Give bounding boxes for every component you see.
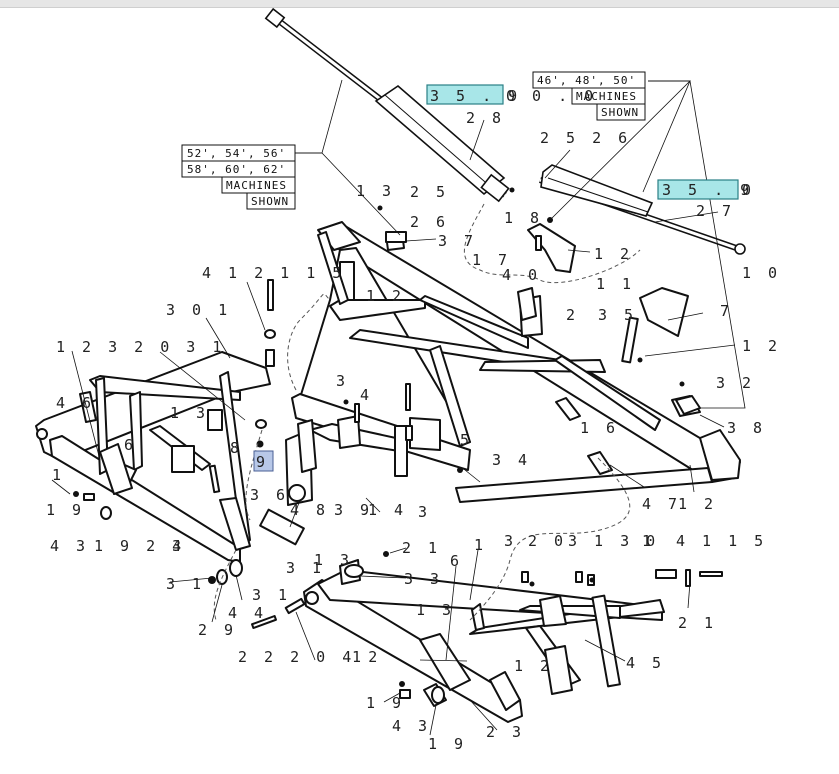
label-39: 3 9 — [334, 501, 373, 519]
label-31b: 3 1 — [166, 575, 205, 593]
right-wing-frame — [303, 559, 665, 723]
item-9-label[interactable]: 9 — [256, 453, 269, 471]
hydraulic-cylinder-left — [264, 7, 510, 203]
label-3130: 3 1 3 0 — [568, 532, 659, 550]
main-frame — [285, 221, 741, 506]
label-47: 4 7 — [642, 495, 681, 513]
label-38: 3 8 — [727, 419, 766, 437]
label-33: 3 3 — [404, 570, 443, 588]
callout-left-line3: MACHINES — [226, 179, 287, 192]
label-31c: 3 1 — [252, 586, 291, 604]
label-44: 4 4 — [228, 604, 267, 622]
label-8: 8 — [230, 439, 243, 457]
label-29: 2 9 — [198, 621, 237, 639]
label-35: 3 5 — [598, 306, 637, 324]
reference-link-right-suffix: 0 — [742, 181, 755, 199]
label-3: 3 — [336, 372, 349, 390]
brackets-and-pins — [73, 187, 723, 704]
label-11: 1 1 — [596, 275, 635, 293]
label-1d: 1 — [474, 536, 487, 554]
label-45: 4 5 — [626, 654, 665, 672]
label-19a: 1 9 — [46, 501, 85, 519]
label-3c: 3 — [418, 503, 431, 521]
label-1c: 1 — [352, 648, 365, 666]
label-21b: 2 1 — [678, 614, 717, 632]
hose-routing-lines — [213, 203, 641, 621]
label-23: 2 3 — [486, 723, 525, 741]
label-26: 2 6 — [410, 213, 449, 231]
label-13a: 1 3 — [356, 182, 395, 200]
label-3d: 3 — [504, 532, 517, 550]
label-32: 3 2 — [716, 374, 755, 392]
label-3b: 3 — [172, 537, 185, 555]
label-43a: 4 3 — [50, 537, 89, 555]
hydraulic-cylinder-right — [539, 164, 746, 255]
callout-right-line2: MACHINES — [576, 90, 637, 103]
leader-lines — [51, 79, 746, 736]
callout-right-line3: SHOWN — [601, 106, 639, 119]
label-2526: 2 5 2 6 — [540, 129, 631, 147]
label-46: 4 6 — [56, 394, 95, 412]
reference-link-top-suffix: 0 0 . 0 — [506, 87, 597, 105]
label-6b: 6 — [450, 552, 463, 570]
label-13d: 1 3 — [416, 601, 455, 619]
window-top-bar — [0, 0, 839, 8]
label-19c: 1 9 — [428, 735, 467, 753]
reference-link-right[interactable]: 3 5 . 9 0 — [657, 179, 755, 200]
label-12c: 1 2 — [742, 337, 781, 355]
label-37: 3 7 — [438, 232, 477, 250]
left-wing-frame — [35, 351, 271, 563]
callout-left-line2: 58', 60', 62' — [187, 163, 286, 176]
callout-box-right: 46', 48', 50' MACHINES SHOWN — [532, 71, 646, 121]
label-5: 5 — [460, 431, 473, 449]
label-20: 2 0 — [528, 532, 567, 550]
label-301: 3 0 1 — [166, 301, 231, 319]
item-9-link[interactable]: 9 — [253, 450, 274, 472]
label-12d: 1 2 — [678, 495, 717, 513]
label-1232031: 1 2 3 2 0 3 1 — [56, 338, 225, 356]
label-19b: 1 9 — [366, 694, 405, 712]
label-48: 4 8 — [290, 501, 329, 519]
part-number-labels: 2 8 2 5 2 6 2 7 1 3 2 5 2 6 3 7 1 8 1 7 … — [46, 109, 781, 753]
label-13b: 1 3 — [170, 404, 209, 422]
label-1: 1 — [52, 466, 65, 484]
label-31a: 3 1 — [286, 559, 325, 577]
label-2: 2 — [566, 306, 579, 324]
callout-left-line4: SHOWN — [251, 195, 289, 208]
label-10: 1 0 — [742, 264, 781, 282]
label-12e: 1 2 — [514, 657, 553, 675]
label-1b: 1 — [642, 532, 655, 550]
label-27: 2 7 — [696, 202, 735, 220]
label-7: 7 — [720, 302, 733, 320]
label-16: 1 6 — [580, 419, 619, 437]
label-6: 6 — [124, 436, 137, 454]
label-12b: 1 2 — [366, 287, 405, 305]
label-28: 2 8 — [466, 109, 505, 127]
callout-left-line1: 52', 54', 56' — [187, 147, 286, 160]
label-13c: 1 3 — [314, 551, 353, 569]
reference-link-top-label[interactable]: 3 5 . 9 — [430, 87, 521, 105]
label-12a: 1 2 — [594, 245, 633, 263]
callout-box-left: 52', 54', 56' 58', 60', 62' MACHINES SHO… — [181, 144, 296, 210]
label-25: 2 5 — [410, 183, 449, 201]
reference-link-right-label[interactable]: 3 5 . 9 — [662, 181, 753, 199]
label-18: 1 8 — [504, 209, 543, 227]
label-34: 3 4 — [492, 451, 531, 469]
label-4115: 4 1 1 5 — [676, 532, 767, 550]
label-21a: 2 1 — [402, 539, 441, 557]
label-222042: 2 2 2 0 4 2 — [238, 648, 381, 666]
label-17: 1 7 — [472, 251, 511, 269]
reference-link-top[interactable]: 3 5 . 9 0 0 . 0 — [426, 84, 597, 105]
label-1924: 1 9 2 4 — [94, 537, 185, 555]
label-43b: 4 3 — [392, 717, 431, 735]
label-36: 3 6 — [250, 486, 289, 504]
label-412115: 4 1 2 1 1 5 — [202, 264, 345, 282]
label-14: 1 4 — [368, 501, 407, 519]
label-4: 4 — [360, 386, 373, 404]
callout-right-line1: 46', 48', 50' — [537, 74, 636, 87]
label-40: 4 0 — [502, 266, 541, 284]
